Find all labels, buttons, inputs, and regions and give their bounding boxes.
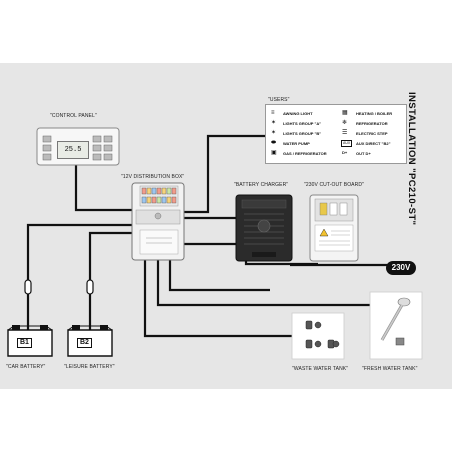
users-item-gas-refrigerator: GAS / REFRIGERATOR	[283, 151, 327, 156]
wire-box-to-waste-water	[143, 260, 300, 338]
car-battery-label: "CAR BATTERY"	[6, 364, 46, 370]
fresh-water-tank-device	[369, 291, 423, 360]
control-panel-label: "CONTROL PANEL"	[50, 113, 97, 119]
refrigerator-icon: ❄	[342, 120, 348, 126]
wire-box-to-leisure-battery	[88, 231, 132, 330]
users-label: "USERS"	[268, 97, 290, 103]
leisure-battery-label: "LEISURE BATTERY"	[64, 364, 115, 370]
fuse-car-battery	[24, 279, 32, 295]
users-item-out-d-plus: OUT D+	[356, 151, 371, 156]
users-item-heating-boiler: HEATING / BOILER	[356, 111, 393, 116]
waste-water-tank-label: "WASTE WATER TANK"	[292, 366, 349, 372]
control-panel-display: 25.5	[57, 141, 89, 159]
users-item-refrigerator: REFRIGERATOR	[356, 121, 388, 126]
heating-boiler-icon: ▦	[342, 110, 348, 116]
lights-group-a-icon: ✶	[271, 120, 277, 126]
gas-refrigerator-icon: ▣	[271, 150, 277, 156]
users-item-awning-light: AWNING LIGHT	[283, 111, 313, 116]
users-item-lights-group-b: LIGHTS GROUP "B"	[283, 131, 322, 136]
cutout-board-label: "230V CUT-OUT BOARD"	[304, 182, 364, 188]
wires	[26, 134, 388, 338]
leisure-battery-tag: B2	[77, 338, 92, 348]
wire-box-to-charger-lower	[168, 260, 270, 292]
distribution-box-label: "12V DISTRIBUTION BOX"	[121, 174, 185, 180]
battery-charger-device	[235, 194, 293, 262]
water-pump-icon: ⬬	[271, 140, 277, 146]
lights-group-b-icon: ✶	[271, 130, 277, 136]
cutout-board-device	[309, 194, 359, 262]
distribution-box-device	[131, 182, 185, 261]
fuse-leisure-battery	[86, 279, 94, 295]
wire-box-to-fresh-water	[156, 260, 380, 307]
fresh-water-tank-label: "FRESH WATER TANK"	[362, 366, 418, 372]
users-item-water-pump: WATER PUMP	[283, 141, 310, 146]
users-item-lights-group-a: LIGHTS GROUP "A"	[283, 121, 322, 126]
users-item-electric-step: ELECTRIC STEP	[356, 131, 388, 136]
battery-charger-label: "BATTERY CHARGER"	[234, 182, 289, 188]
awning-light-icon: ≡	[271, 110, 275, 116]
wire-box-to-car-battery	[26, 223, 132, 330]
waste-water-tank-device	[291, 312, 345, 360]
users-legend: ≡ AWNING LIGHT ✶ LIGHTS GROUP "A" ✶ LIGH…	[265, 104, 407, 164]
voltage-badge: 230V	[386, 261, 416, 275]
wire-control-panel-to-box	[74, 165, 132, 212]
electric-step-icon: ☰	[342, 130, 348, 136]
users-item-aux-direct: AUX DIRECT "B2"	[356, 141, 391, 146]
wire-box-to-users	[184, 134, 267, 214]
fuses	[24, 279, 94, 295]
out-d-plus-icon: D+	[342, 150, 348, 155]
aux-direct-icon: AUX	[341, 140, 353, 147]
car-battery-tag: B1	[17, 338, 32, 348]
